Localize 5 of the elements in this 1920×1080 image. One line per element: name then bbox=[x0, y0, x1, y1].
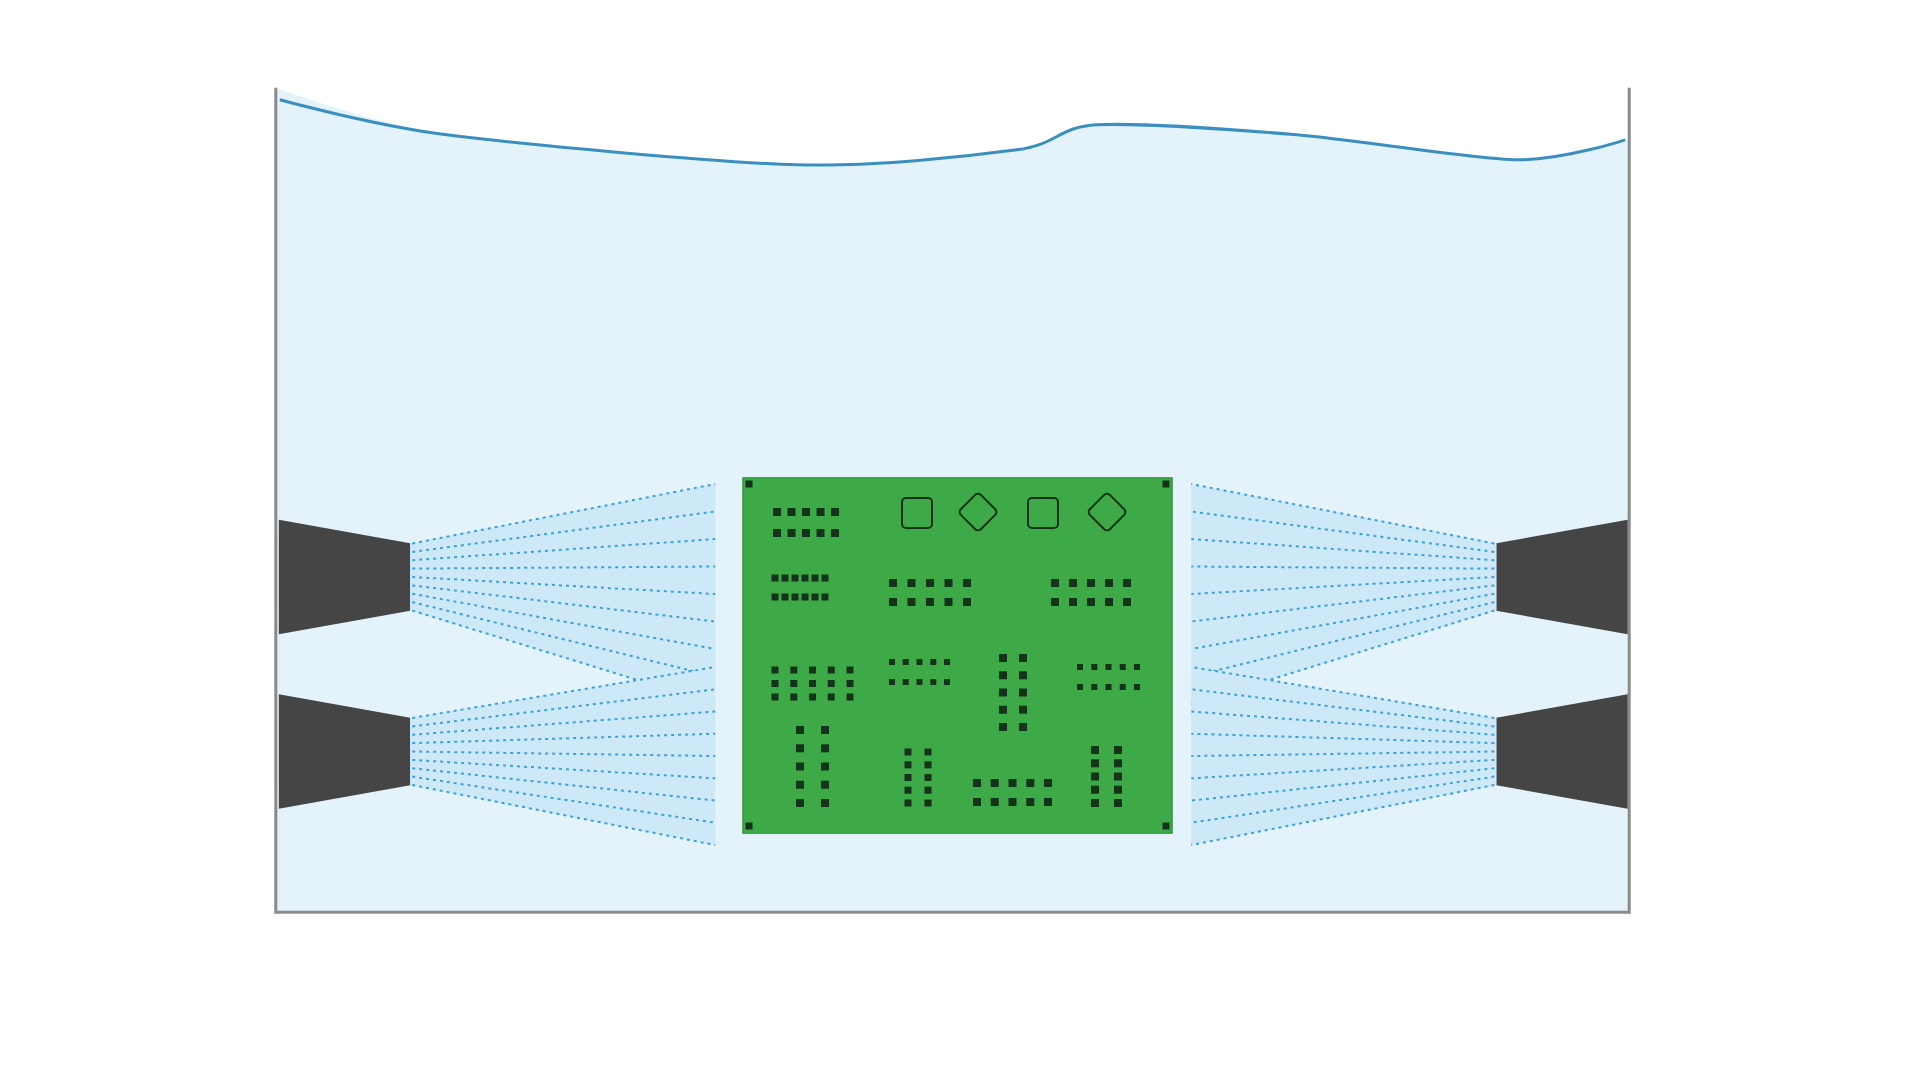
transducer bbox=[278, 694, 411, 809]
transducer bbox=[278, 519, 411, 635]
circuit-board-drawing bbox=[742, 477, 1173, 834]
transducer bbox=[1496, 694, 1628, 809]
transducer bbox=[1496, 519, 1628, 635]
